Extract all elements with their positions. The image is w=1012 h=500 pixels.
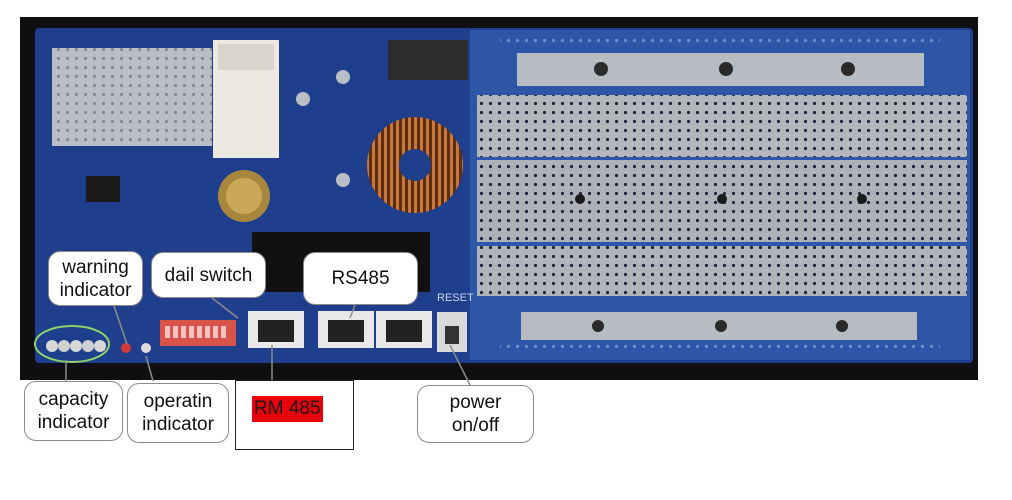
warning-indicator-callout: warning indicator bbox=[48, 251, 143, 306]
rj45-port-icon bbox=[318, 311, 374, 348]
busbar-screw bbox=[575, 194, 585, 204]
callout-text: indicator bbox=[142, 414, 214, 435]
pad bbox=[336, 173, 350, 187]
left-pad-vias bbox=[52, 48, 212, 146]
toroid-center bbox=[399, 149, 431, 181]
rs485-callout: RS485 bbox=[303, 252, 418, 305]
capacitor-bank bbox=[388, 40, 468, 80]
callout-text: indicator bbox=[59, 279, 132, 301]
via-row bbox=[500, 342, 940, 353]
capacity-leds bbox=[46, 340, 106, 352]
via-row bbox=[500, 36, 940, 47]
fuse bbox=[86, 176, 120, 202]
callout-pointers bbox=[65, 297, 471, 386]
dial-switch-callout: dail switch bbox=[151, 252, 266, 298]
operating-indicator-callout: operatin indicator bbox=[127, 383, 229, 443]
callout-text: power bbox=[449, 392, 502, 413]
rm485-callout-box: RM 485 bbox=[235, 380, 354, 450]
capacity-highlight-ring bbox=[34, 325, 110, 363]
dip-switch-keys bbox=[165, 326, 226, 338]
busbar-screw bbox=[715, 320, 727, 332]
busbar-screw bbox=[594, 62, 608, 76]
callout-text: on/off bbox=[451, 415, 500, 436]
callout-text: indicator bbox=[37, 412, 110, 433]
resistor-cap bbox=[218, 44, 274, 70]
callout-text: RS485 bbox=[331, 268, 390, 289]
busbar-upper-holes bbox=[477, 95, 967, 157]
rm485-label: RM 485 bbox=[252, 396, 323, 422]
power-switch-toggle bbox=[445, 326, 459, 344]
busbar-screw bbox=[841, 62, 855, 76]
reset-marking: RESET bbox=[437, 292, 474, 304]
pad bbox=[296, 92, 310, 106]
pad bbox=[336, 70, 350, 84]
rj45-port-icon bbox=[376, 311, 432, 348]
operating-led bbox=[141, 343, 151, 353]
coin-battery-face bbox=[226, 178, 262, 214]
warning-led bbox=[121, 343, 131, 353]
callout-text: dail switch bbox=[164, 264, 253, 286]
callout-text: capacity bbox=[38, 389, 109, 410]
power-switch-callout: power on/off bbox=[417, 385, 534, 443]
busbar-screw bbox=[836, 320, 848, 332]
capacity-indicator-callout: capacity indicator bbox=[24, 381, 123, 441]
rj45-port-icon bbox=[248, 311, 304, 348]
busbar-screw bbox=[717, 194, 727, 204]
callout-text: operatin bbox=[143, 391, 213, 412]
busbar-screw bbox=[857, 194, 867, 204]
busbar-screw bbox=[719, 62, 733, 76]
busbar-screw bbox=[592, 320, 604, 332]
busbar-lower-holes bbox=[477, 246, 967, 296]
callout-text: warning bbox=[62, 256, 129, 278]
